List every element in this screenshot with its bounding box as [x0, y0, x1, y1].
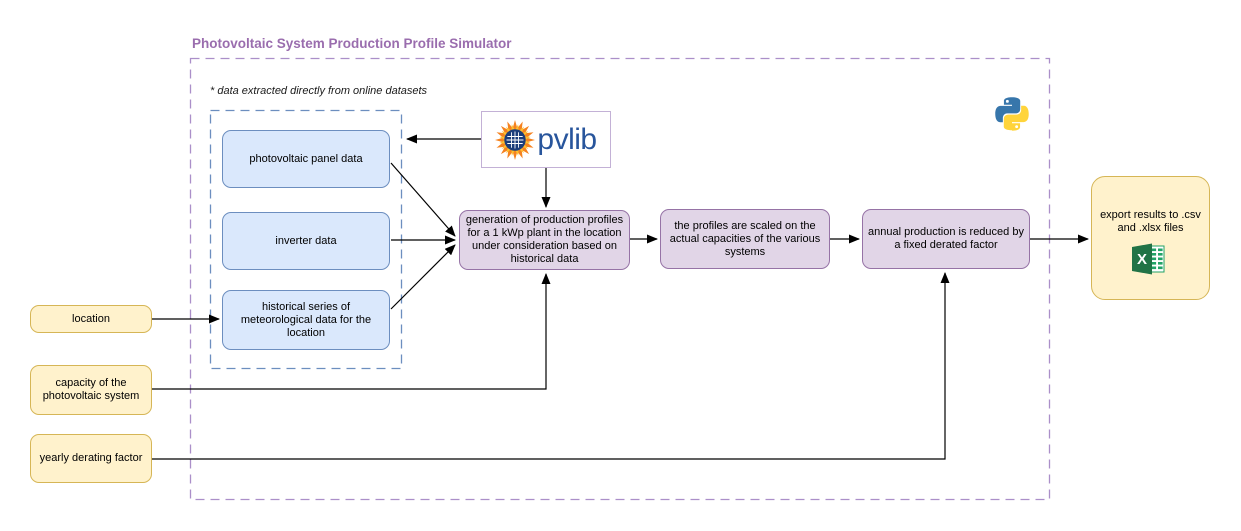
- node-profiles-scaled: the profiles are scaled on the actual ca…: [660, 209, 830, 269]
- node-meteorological-data: historical series of meteorological data…: [222, 290, 390, 350]
- node-yearly-derating-input: yearly derating factor: [30, 434, 152, 483]
- node-photovoltaic-panel-data: photovoltaic panel data: [222, 130, 390, 188]
- svg-text:X: X: [1137, 251, 1147, 268]
- node-annual-production-reduced: annual production is reduced by a fixed …: [862, 209, 1030, 269]
- node-label: yearly derating factor: [39, 452, 143, 464]
- node-label: export results to .csv and .xlsx files: [1100, 209, 1201, 234]
- datasets-note: * data extracted directly from online da…: [210, 85, 428, 97]
- simulator-frame: [189, 57, 1051, 501]
- node-label: photovoltaic panel data: [249, 152, 363, 165]
- pvlib-wordmark: pvlib: [537, 122, 597, 156]
- arrow-capacity-to-generation: [152, 273, 551, 390]
- arrow-panel-data-to-generation: [390, 162, 456, 237]
- page-title: Photovoltaic System Production Profile S…: [192, 36, 512, 51]
- node-label: capacity of the photovoltaic system: [42, 377, 140, 402]
- node-label: the profiles are scaled on the actual ca…: [669, 219, 821, 258]
- node-export-results: export results to .csv and .xlsx files X: [1091, 176, 1210, 300]
- node-label: generation of production profiles for a …: [465, 214, 624, 265]
- arrow-yearly-derating-to-reduction: [152, 272, 950, 460]
- node-label: inverter data: [275, 234, 337, 247]
- node-label: historical series of meteorological data…: [240, 300, 372, 339]
- node-generation-of-profiles: generation of production profiles for a …: [459, 210, 630, 270]
- node-location-input: location: [30, 305, 152, 333]
- excel-icon: X: [1132, 243, 1165, 275]
- pvlib-logo-box: pvlib: [481, 111, 611, 168]
- python-icon: [995, 97, 1029, 131]
- node-capacity-input: capacity of the photovoltaic system: [30, 365, 152, 415]
- arrow-meteo-data-to-generation: [390, 244, 456, 310]
- node-inverter-data: inverter data: [222, 212, 390, 270]
- pvlib-sun-icon: [495, 119, 536, 160]
- node-label: location: [72, 312, 110, 325]
- node-label: annual production is reduced by a fixed …: [868, 226, 1024, 251]
